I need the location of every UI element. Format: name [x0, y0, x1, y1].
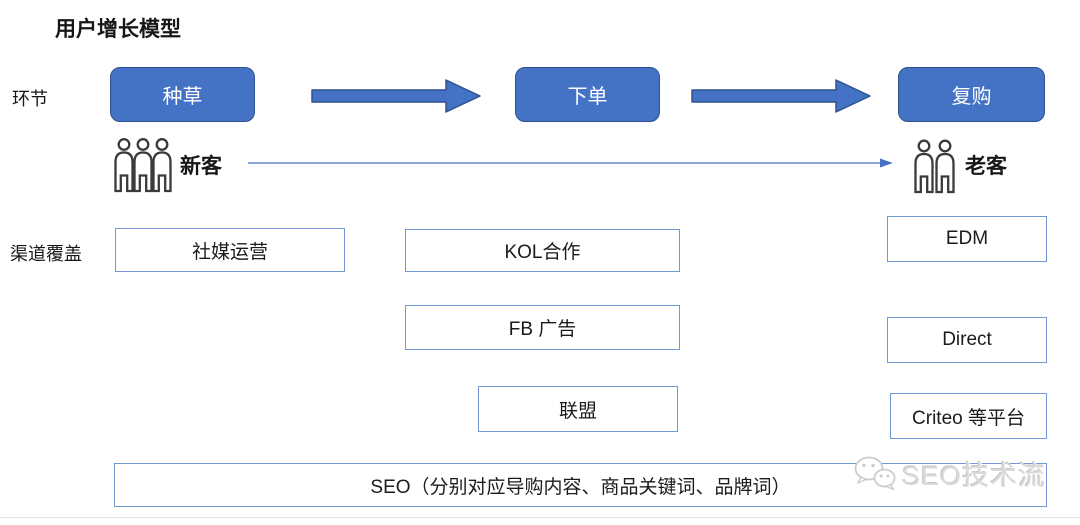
channel-label: Direct [942, 329, 992, 350]
channel-box-fb-ads: FB 广告 [405, 305, 680, 350]
flow-arrow-icon [311, 79, 481, 113]
channel-box-affiliate: 联盟 [478, 386, 678, 432]
bottom-divider [0, 517, 1080, 518]
watermark: SEO技术流 [853, 454, 1046, 493]
page-title: 用户增长模型 [55, 18, 181, 41]
stage-box-order: 下单 [515, 67, 660, 122]
channel-box-social-media: 社媒运营 [115, 228, 345, 272]
new-customers-group-icon [114, 138, 172, 193]
new-customers-label: 新客 [180, 155, 222, 178]
returning-customers-label: 老客 [965, 155, 1007, 178]
channel-box-edm: EDM [887, 216, 1047, 262]
channel-box-kol: KOL合作 [405, 229, 680, 272]
stage-box-seeding: 种草 [110, 67, 255, 122]
stage-label: 种草 [162, 86, 203, 108]
stage-label: 下单 [567, 86, 608, 108]
channel-label: EDM [945, 228, 989, 249]
channel-label: SEO（分别对应导购内容、商品关键词、品牌词） [370, 476, 791, 498]
channel-label: KOL合作 [504, 242, 581, 263]
channel-section-label: 渠道覆盖 [10, 244, 82, 264]
returning-customers-group-icon [914, 139, 955, 194]
wechat-icon [854, 456, 896, 491]
watermark-text: SEO技术流 [902, 461, 1047, 491]
channel-label: 联盟 [558, 400, 597, 422]
channel-label: FB 广告 [508, 319, 577, 340]
stage-box-repurchase: 复购 [898, 67, 1045, 122]
channel-box-direct: Direct [887, 317, 1047, 363]
channel-label: Criteo 等平台 [912, 407, 1025, 429]
flow-arrow-icon [691, 79, 871, 113]
channel-box-criteo: Criteo 等平台 [890, 393, 1047, 439]
flow-row-label: 环节 [12, 89, 48, 109]
new-to-returning-arrow-icon [248, 158, 893, 168]
channel-label: 社媒运营 [191, 241, 268, 263]
stage-label: 复购 [951, 86, 992, 108]
